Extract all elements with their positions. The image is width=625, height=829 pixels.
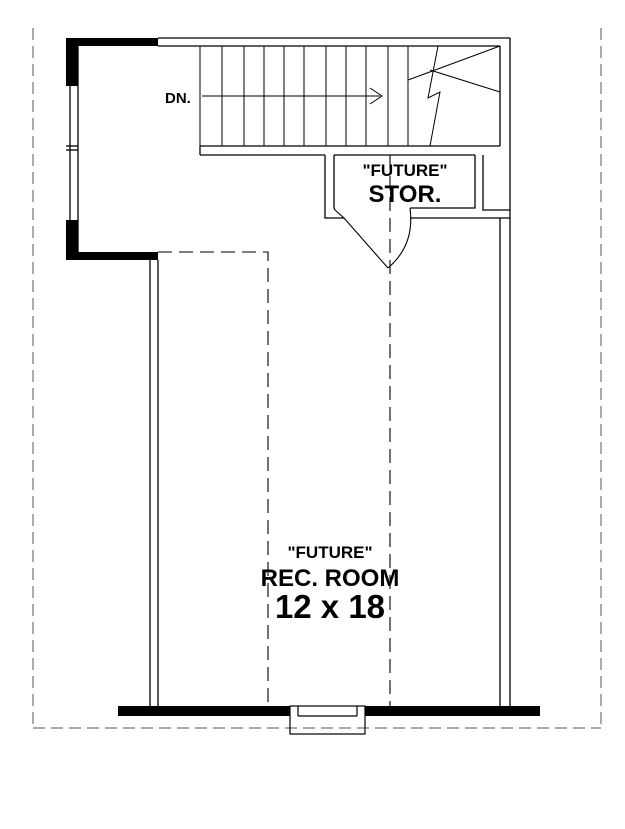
bottom-wall-left: [118, 706, 290, 716]
rec-room-dimensions: 12 x 18: [275, 588, 385, 625]
left-upper-heavy-wall: [66, 38, 78, 86]
stair-break-line: [427, 45, 441, 147]
stair-arrow-head-icon: [369, 87, 383, 105]
eave-lines: [32, 28, 602, 729]
left-lower-heavy-wall: [66, 220, 78, 260]
rec-room-label-line2: REC. ROOM: [261, 565, 400, 592]
window-frame: [289, 705, 366, 735]
storage-right-outer-wall: [482, 155, 511, 218]
storage-outer-wall: [324, 155, 344, 219]
storage-right-wall: [410, 155, 476, 209]
heavy-walls: [66, 38, 540, 716]
bottom-wall-right: [365, 706, 540, 716]
left-headroom-line: [158, 251, 269, 706]
rec-room-label-line1: "FUTURE": [287, 543, 372, 562]
storage-door: [334, 207, 412, 269]
stair-winder: [407, 45, 501, 81]
storage-label-line1: "FUTURE": [362, 161, 447, 180]
headroom-lines: [158, 155, 391, 706]
door-swing-arc: [387, 207, 412, 269]
door-leaf: [334, 209, 389, 269]
bottom-left-heavy-wall: [66, 252, 158, 260]
top-left-heavy-wall: [66, 38, 158, 46]
stair-arrow: [202, 87, 383, 105]
storage-label-line2: STOR.: [369, 181, 442, 208]
stair-down-label: DN.: [165, 90, 191, 107]
stair-winder: [429, 69, 501, 93]
storage-inner-wall: [333, 155, 336, 211]
bottom-window: [289, 705, 366, 735]
